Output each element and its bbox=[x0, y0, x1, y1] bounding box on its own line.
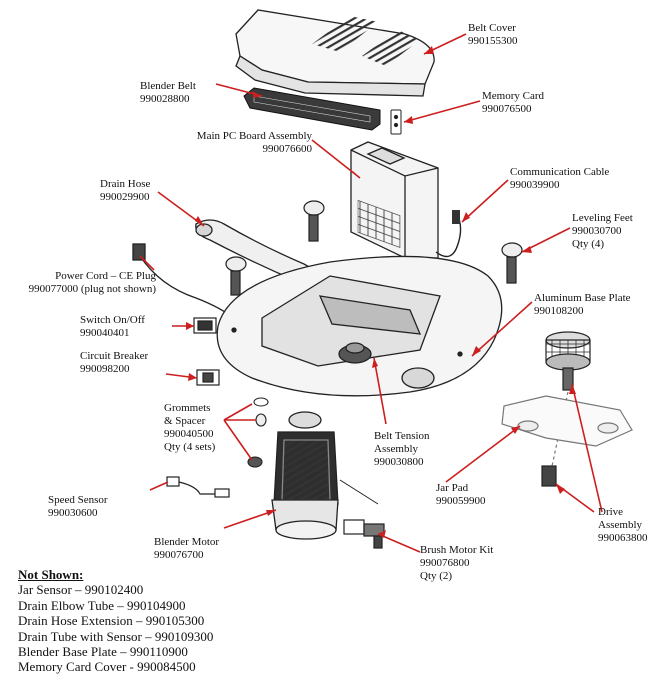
grommets-pn: 990040500 bbox=[164, 428, 214, 440]
label-grommets: Grommets & Spacer 990040500 Qty (4 sets) bbox=[164, 402, 215, 454]
not-shown-list: Not Shown: Jar Sensor – 990102400 Drain … bbox=[18, 567, 213, 675]
label-jar-pad: Jar Pad 990059900 bbox=[436, 482, 486, 508]
belt-cover-pn: 990155300 bbox=[468, 35, 518, 47]
aluminum-base-plate-pn: 990108200 bbox=[534, 305, 584, 317]
communication-cable-pn: 990039900 bbox=[510, 179, 560, 191]
grommets-part bbox=[247, 397, 269, 468]
main-pc-board-part bbox=[350, 141, 439, 259]
switch-pn: 990040401 bbox=[80, 327, 130, 339]
jar-pad-pn: 990059900 bbox=[436, 495, 486, 507]
label-brush-motor-kit: Brush Motor Kit 990076800 Qty (2) bbox=[420, 544, 493, 583]
blender-motor-pn: 990076700 bbox=[154, 549, 204, 561]
label-drain-hose: Drain Hose 990029900 bbox=[100, 178, 150, 204]
speed-sensor-name: Speed Sensor bbox=[48, 494, 108, 506]
brush-motor-kit-name: Brush Motor Kit bbox=[420, 544, 494, 556]
belt-cover-name: Belt Cover bbox=[468, 22, 516, 34]
aluminum-base-plate-part bbox=[216, 255, 503, 397]
not-shown-heading: Not Shown: bbox=[18, 567, 84, 582]
switch-name: Switch On/Off bbox=[80, 314, 145, 326]
memory-card-part bbox=[390, 109, 402, 135]
label-power-cord: Power Cord – CE Plug 990077000 (plug not… bbox=[8, 270, 156, 296]
speed-sensor-part bbox=[166, 476, 230, 498]
drive-assembly-name: Drive bbox=[598, 506, 624, 518]
drive-assembly-name-2: Assembly bbox=[598, 519, 642, 531]
cable-connector bbox=[452, 210, 460, 224]
blender-belt-part bbox=[243, 87, 381, 131]
leveling-feet-name: Leveling Feet bbox=[572, 212, 633, 224]
drain-hose-name: Drain Hose bbox=[100, 178, 151, 190]
jar-pad-part bbox=[501, 395, 633, 447]
blender-motor-part bbox=[271, 411, 339, 540]
brush-motor-kit-part bbox=[343, 519, 385, 549]
circuit-breaker-part bbox=[196, 369, 220, 386]
not-shown-item: Drain Elbow Tube – 990104900 bbox=[18, 597, 186, 613]
main-pc-board-name: Main PC Board Assembly bbox=[196, 130, 312, 142]
label-aluminum-base-plate: Aluminum Base Plate 990108200 bbox=[534, 292, 631, 318]
main-pc-board-pn: 990076600 bbox=[262, 143, 313, 155]
memory-card-name: Memory Card bbox=[482, 90, 545, 102]
belt-cover-part bbox=[235, 9, 435, 97]
grommets-name-2: & Spacer bbox=[164, 415, 206, 427]
brush-motor-kit-qty: Qty (2) bbox=[420, 570, 453, 582]
label-communication-cable: Communication Cable 990039900 bbox=[510, 166, 609, 192]
leveling-feet-qty: Qty (4) bbox=[572, 238, 605, 250]
label-belt-cover: Belt Cover 990155300 bbox=[468, 22, 518, 48]
grommets-qty: Qty (4 sets) bbox=[164, 441, 216, 453]
drain-hose-pn: 990029900 bbox=[100, 191, 150, 203]
arrow-heads bbox=[186, 46, 576, 538]
label-blender-motor: Blender Motor 990076700 bbox=[154, 536, 219, 562]
not-shown-item: Memory Card Cover - 990084500 bbox=[18, 659, 196, 675]
belt-tension-name-2: Assembly bbox=[374, 443, 418, 455]
not-shown-item: Jar Sensor – 990102400 bbox=[18, 582, 144, 598]
blender-motor-name: Blender Motor bbox=[154, 536, 220, 548]
label-speed-sensor: Speed Sensor 990030600 bbox=[48, 494, 108, 520]
brush-motor-kit-pn: 990076800 bbox=[420, 557, 470, 569]
label-switch: Switch On/Off 990040401 bbox=[80, 314, 145, 340]
switch-part bbox=[193, 317, 217, 334]
not-shown-item: Blender Base Plate – 990110900 bbox=[18, 644, 188, 660]
grommets-name: Grommets bbox=[164, 402, 211, 414]
label-leveling-feet: Leveling Feet 990030700 Qty (4) bbox=[572, 212, 633, 251]
label-memory-card: Memory Card 990076500 bbox=[482, 90, 544, 116]
blender-belt-pn: 990028800 bbox=[140, 93, 190, 105]
circuit-breaker-pn: 990098200 bbox=[80, 363, 130, 375]
leveling-feet-pn: 990030700 bbox=[572, 225, 622, 237]
power-cord-pn: 990077000 (plug not shown) bbox=[28, 283, 156, 295]
label-blender-belt: Blender Belt 990028800 bbox=[140, 80, 196, 106]
drive-assembly-part bbox=[541, 331, 591, 487]
belt-tension-pn: 990030800 bbox=[374, 456, 424, 468]
jar-pad-name: Jar Pad bbox=[436, 482, 469, 494]
label-drive-assembly: Drive Assembly 990063800 bbox=[598, 506, 648, 545]
aluminum-base-plate-name: Aluminum Base Plate bbox=[534, 292, 631, 304]
belt-tension-wire bbox=[339, 479, 379, 505]
circuit-breaker-name: Circuit Breaker bbox=[80, 350, 149, 362]
communication-cable-name: Communication Cable bbox=[510, 166, 610, 178]
belt-tension-name: Belt Tension bbox=[374, 430, 430, 442]
label-circuit-breaker: Circuit Breaker 990098200 bbox=[80, 350, 148, 376]
memory-card-pn: 990076500 bbox=[482, 103, 532, 115]
drive-assembly-pn: 990063800 bbox=[598, 532, 648, 544]
label-belt-tension: Belt Tension Assembly 990030800 bbox=[374, 430, 430, 469]
not-shown-item: Drain Hose Extension – 990105300 bbox=[18, 613, 205, 629]
blender-belt-name: Blender Belt bbox=[140, 80, 196, 92]
not-shown-item: Drain Tube with Sensor – 990109300 bbox=[18, 628, 214, 644]
label-main-pc-board: Main PC Board Assembly 990076600 bbox=[188, 130, 312, 156]
speed-sensor-pn: 990030600 bbox=[48, 507, 98, 519]
power-cord-name: Power Cord – CE Plug bbox=[55, 270, 156, 282]
